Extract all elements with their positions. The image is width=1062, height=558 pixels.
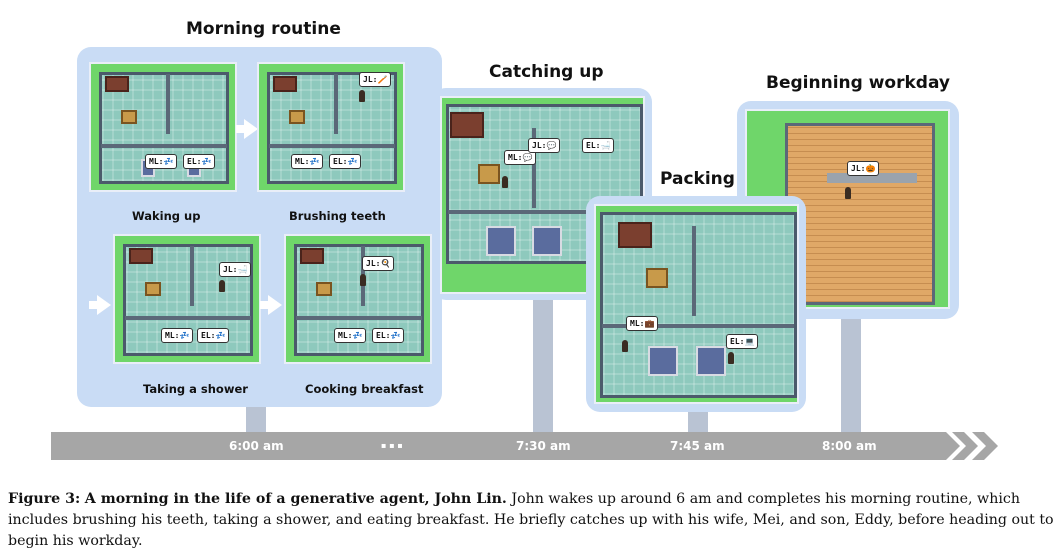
scene-label-taking-shower: Taking a shower <box>143 382 248 396</box>
morning-routine-title: Morning routine <box>186 19 341 39</box>
caption-label: Figure 3: <box>8 491 81 507</box>
caption-text: John wakes up around 6 am and completes … <box>8 491 1054 549</box>
caption-bold-text: A morning in the life of a generative ag… <box>84 491 507 507</box>
speech-bubble-ml: ML:💬 <box>504 150 537 165</box>
packing-title: Packing <box>660 169 735 189</box>
figure-caption: Figure 3: A morning in the life of a gen… <box>8 489 1058 552</box>
speech-bubble-jl: JL:🛁 <box>219 262 252 277</box>
timeline-label-800: 8:00 am <box>822 439 877 453</box>
speech-bubble-ml: ML:💤 <box>291 154 324 169</box>
scene-packing: ML:💼 EL:💻 <box>594 204 799 404</box>
timeline-chevron-icon <box>936 432 998 460</box>
scene-label-brushing-teeth: Brushing teeth <box>289 209 386 223</box>
arrow-right-icon <box>89 301 99 309</box>
speech-bubble-el: EL:🛁 <box>582 138 615 153</box>
scene-brushing-teeth: JL:🪥 ML:💤 EL:💤 <box>257 62 405 192</box>
speech-bubble-jl: JL:🍳 <box>362 256 395 271</box>
scene-label-cooking-breakfast: Cooking breakfast <box>305 382 424 396</box>
arrow-right-icon <box>260 301 270 309</box>
scene-label-waking-up: Waking up <box>132 209 201 223</box>
speech-bubble-ml: ML:💼 <box>626 316 659 331</box>
speech-bubble-el: EL:💤 <box>372 328 405 343</box>
speech-bubble-el: EL:💻 <box>726 334 759 349</box>
timeline-label-730: 7:30 am <box>516 439 571 453</box>
arrow-right-icon <box>268 295 282 315</box>
timeline-connector <box>688 410 708 432</box>
scene-cooking-breakfast: JL:🍳 ML:💤 EL:💤 <box>284 234 432 364</box>
scene-taking-shower: JL:🛁 ML:💤 EL:💤 <box>113 234 261 364</box>
speech-bubble-ml: ML:💤 <box>161 328 194 343</box>
catching-up-title: Catching up <box>489 62 604 82</box>
speech-bubble-jl: JL:🎃 <box>847 161 880 176</box>
arrow-right-icon <box>97 295 111 315</box>
arrow-right-icon <box>244 119 258 139</box>
speech-bubble-el: EL:💤 <box>197 328 230 343</box>
speech-bubble-jl: JL:💬 <box>528 138 561 153</box>
timeline-connector <box>533 298 553 432</box>
speech-bubble-jl: JL:🪥 <box>359 72 392 87</box>
beginning-workday-title: Beginning workday <box>766 73 950 93</box>
timeline-label-745: 7:45 am <box>670 439 725 453</box>
speech-bubble-ml: ML:💤 <box>334 328 367 343</box>
scene-waking-up: ML:💤 EL:💤 <box>89 62 237 192</box>
timeline-bar <box>51 432 941 460</box>
timeline-label-600: 6:00 am <box>229 439 284 453</box>
speech-bubble-el: EL:💤 <box>183 154 216 169</box>
timeline-connector <box>841 318 861 432</box>
arrow-right-icon <box>236 125 246 133</box>
timeline-connector <box>246 407 266 432</box>
timeline-ellipsis: ▪ ▪ ▪ <box>381 441 403 450</box>
speech-bubble-el: EL:💤 <box>329 154 362 169</box>
speech-bubble-ml: ML:💤 <box>145 154 178 169</box>
